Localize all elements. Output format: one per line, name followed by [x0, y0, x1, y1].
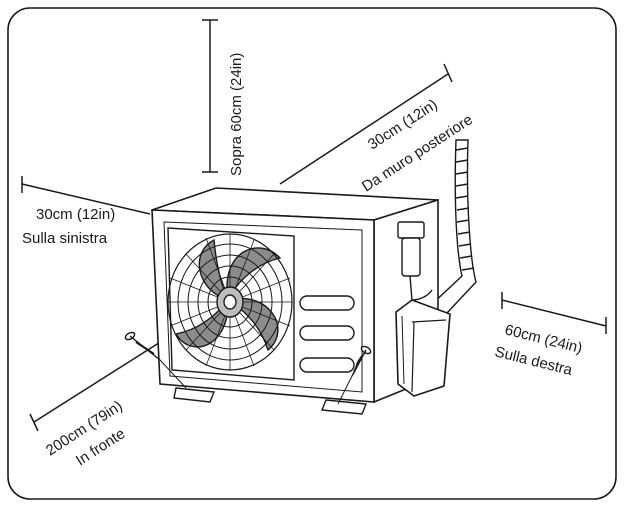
left-clearance-dimension — [21, 176, 151, 215]
vent-slots-icon — [299, 295, 355, 373]
fan-grille-icon — [167, 227, 295, 381]
diagram-border — [7, 7, 617, 500]
top-clearance-dimension — [202, 19, 218, 173]
rear-clearance-dimension — [279, 63, 453, 185]
left-clearance-label-line2: Sulla sinistra — [22, 230, 108, 247]
top-clearance-label: Sopra 60cm (24in) — [228, 53, 245, 176]
anchor-bolt-left-icon — [124, 331, 187, 389]
mounting-feet-icon — [173, 387, 367, 415]
valve-cover-icon — [395, 299, 451, 397]
service-valve-icon — [397, 221, 433, 301]
right-clearance-dimension — [501, 292, 607, 334]
left-clearance-label-line1: 30cm (12in) — [36, 206, 115, 223]
anchor-bolt-right-icon — [337, 345, 372, 405]
